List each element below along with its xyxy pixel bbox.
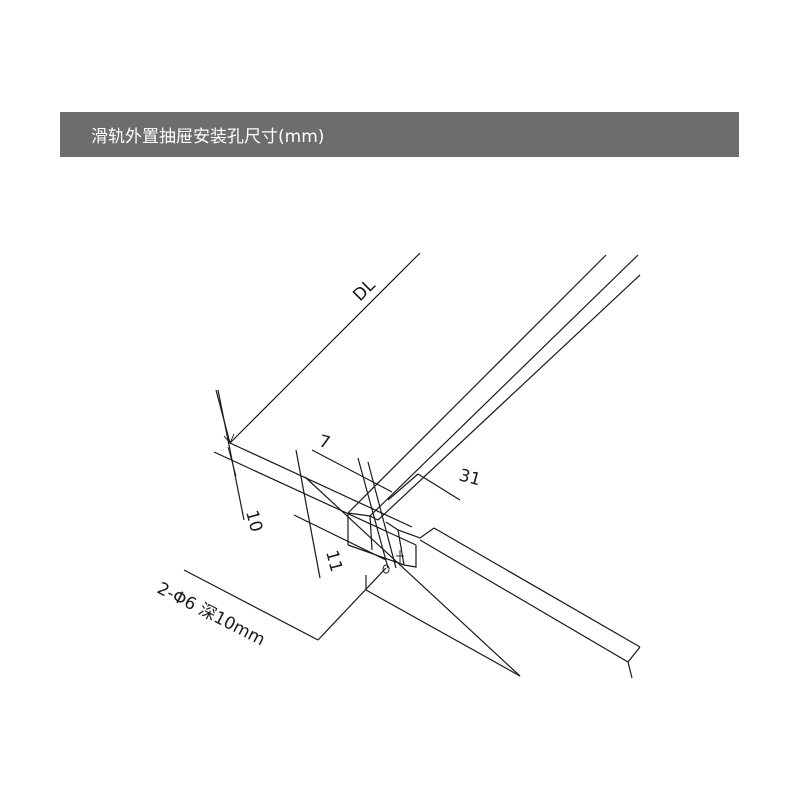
hole-note-leader: 2-Φ6 深10mm (154, 567, 387, 651)
slide-rail (347, 254, 641, 568)
dim-10: 10 (217, 389, 266, 534)
label-dl: DL (349, 275, 379, 305)
label-10: 10 (241, 508, 266, 534)
drawer-side-panel (213, 442, 641, 679)
label-11: 11 (321, 548, 346, 574)
dim-7: 7 (311, 432, 397, 569)
label-hole-note: 2-Φ6 深10mm (154, 579, 268, 651)
label-31: 31 (457, 466, 483, 491)
label-7: 7 (317, 432, 333, 454)
dim-31: 31 (387, 466, 483, 501)
page-title: 滑轨外置抽屉安装孔尺寸(mm) (91, 127, 325, 147)
title-bar: 滑轨外置抽屉安装孔尺寸(mm) (60, 112, 739, 157)
dl-dimension: DL (215, 252, 421, 444)
